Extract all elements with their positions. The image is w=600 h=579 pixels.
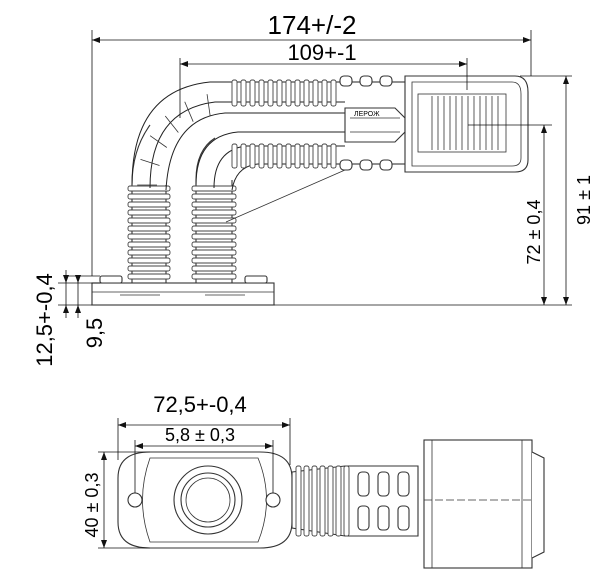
arm-rib xyxy=(231,143,238,169)
base-height-label: 12,5+-0,4 xyxy=(32,273,57,367)
lamp-center-label: 72 ± 0,4 xyxy=(524,200,544,265)
stem-rib xyxy=(191,265,237,272)
arm-rib xyxy=(240,79,247,107)
base-length-label: 72,5+-0,4 xyxy=(153,392,247,417)
arm-rib xyxy=(330,143,337,169)
arm-ribs xyxy=(137,79,337,186)
arm-rib xyxy=(258,143,265,169)
dim-base-width: 40 ± 0,3 xyxy=(82,451,150,549)
arm-rib xyxy=(267,143,274,169)
dim-base-length: 72,5+-0,4 xyxy=(117,392,291,465)
bend-rib xyxy=(206,94,211,116)
stem-rib xyxy=(191,193,237,200)
stem-rib xyxy=(191,209,237,216)
plan-rib xyxy=(343,465,350,537)
arm-rib xyxy=(249,79,256,107)
dim-hole-offset: 5,8 ± 0,3 xyxy=(134,425,274,493)
stem-rib xyxy=(127,185,171,192)
side-view: ЛЕРОЖ 174+/-2 109+-1 xyxy=(32,10,594,367)
arm-rib xyxy=(249,143,256,169)
bend-rib xyxy=(140,158,160,166)
stem-rib xyxy=(191,225,237,232)
base-plate-side xyxy=(91,275,275,306)
bend-rib xyxy=(184,101,194,122)
stem-rib xyxy=(127,209,171,216)
arm-rib xyxy=(312,79,319,107)
plan-view: 72,5+-0,4 5,8 ± 0,3 40 ± 0,3 xyxy=(82,392,545,569)
dim-base-height: 12,5+-0,4 9,5 xyxy=(32,270,107,367)
hole-offset-label: 5,8 ± 0,3 xyxy=(165,425,235,445)
plan-rib xyxy=(335,465,342,537)
arm-rib xyxy=(303,143,310,169)
dim-lamp-center: 72 ± 0,4 xyxy=(468,124,552,305)
stem-rib xyxy=(127,233,171,240)
total-height-label: 91 ± 1 xyxy=(574,175,594,225)
stem-rib xyxy=(127,249,171,256)
arm-length-label: 109+-1 xyxy=(287,40,356,65)
base-thickness-label: 9,5 xyxy=(82,318,107,349)
arm-rib xyxy=(312,143,319,169)
stem-rib xyxy=(191,233,237,240)
dim-total-height: 91 ± 1 xyxy=(274,75,594,306)
dim-arm-length: 109+-1 xyxy=(179,40,468,118)
arm-rib xyxy=(285,143,292,169)
stem-rib xyxy=(191,201,237,208)
arm-rib xyxy=(294,79,301,107)
bulb-housing: ЛЕРОЖ xyxy=(344,107,406,143)
plan-rib xyxy=(327,465,334,537)
base-flange-plan xyxy=(117,451,293,549)
stem-rib xyxy=(127,225,171,232)
stem-rib xyxy=(191,273,237,280)
stem-rib xyxy=(127,257,171,264)
arm-rib xyxy=(267,79,274,107)
plan-rib xyxy=(311,465,318,537)
arm-rib xyxy=(321,143,328,169)
brand-mark: ЛЕРОЖ xyxy=(354,111,380,118)
stem-rib xyxy=(127,241,171,248)
lens-grid xyxy=(431,96,499,150)
arm-knobs xyxy=(339,75,393,171)
arm-rib xyxy=(294,143,301,169)
stem-rib xyxy=(127,265,171,272)
arm-plan-ribs xyxy=(295,465,350,537)
base-width-label: 40 ± 0,3 xyxy=(82,473,102,538)
arm-rib xyxy=(276,79,283,107)
plan-rib xyxy=(319,465,326,537)
stem-ribs xyxy=(127,185,237,280)
arm-rib xyxy=(240,143,247,169)
stem-rib xyxy=(127,193,171,200)
arm-rib xyxy=(330,79,337,107)
bend-rib xyxy=(164,115,179,133)
dim-overall-length: 174+/-2 xyxy=(91,10,532,276)
arm-rib xyxy=(258,79,265,107)
arm-plan xyxy=(291,465,419,537)
stem-rib xyxy=(127,201,171,208)
stem-rib xyxy=(191,249,237,256)
lamp-head-side xyxy=(404,75,529,173)
plan-rib xyxy=(295,465,302,537)
stem-rib xyxy=(191,217,237,224)
overall-length-label: 174+/-2 xyxy=(268,10,357,40)
arm-rib xyxy=(321,79,328,107)
arm-rib xyxy=(303,79,310,107)
arm-rib xyxy=(285,79,292,107)
bend-rib xyxy=(149,135,168,148)
stem-rib xyxy=(127,217,171,224)
stem-rib xyxy=(191,257,237,264)
arm-rib xyxy=(231,79,238,107)
stem-rib xyxy=(191,241,237,248)
stem-rib xyxy=(127,273,171,280)
arm-rib xyxy=(276,143,283,169)
plan-rib xyxy=(303,465,310,537)
arm-curves xyxy=(131,81,405,223)
lamp-head-plan xyxy=(423,439,545,569)
